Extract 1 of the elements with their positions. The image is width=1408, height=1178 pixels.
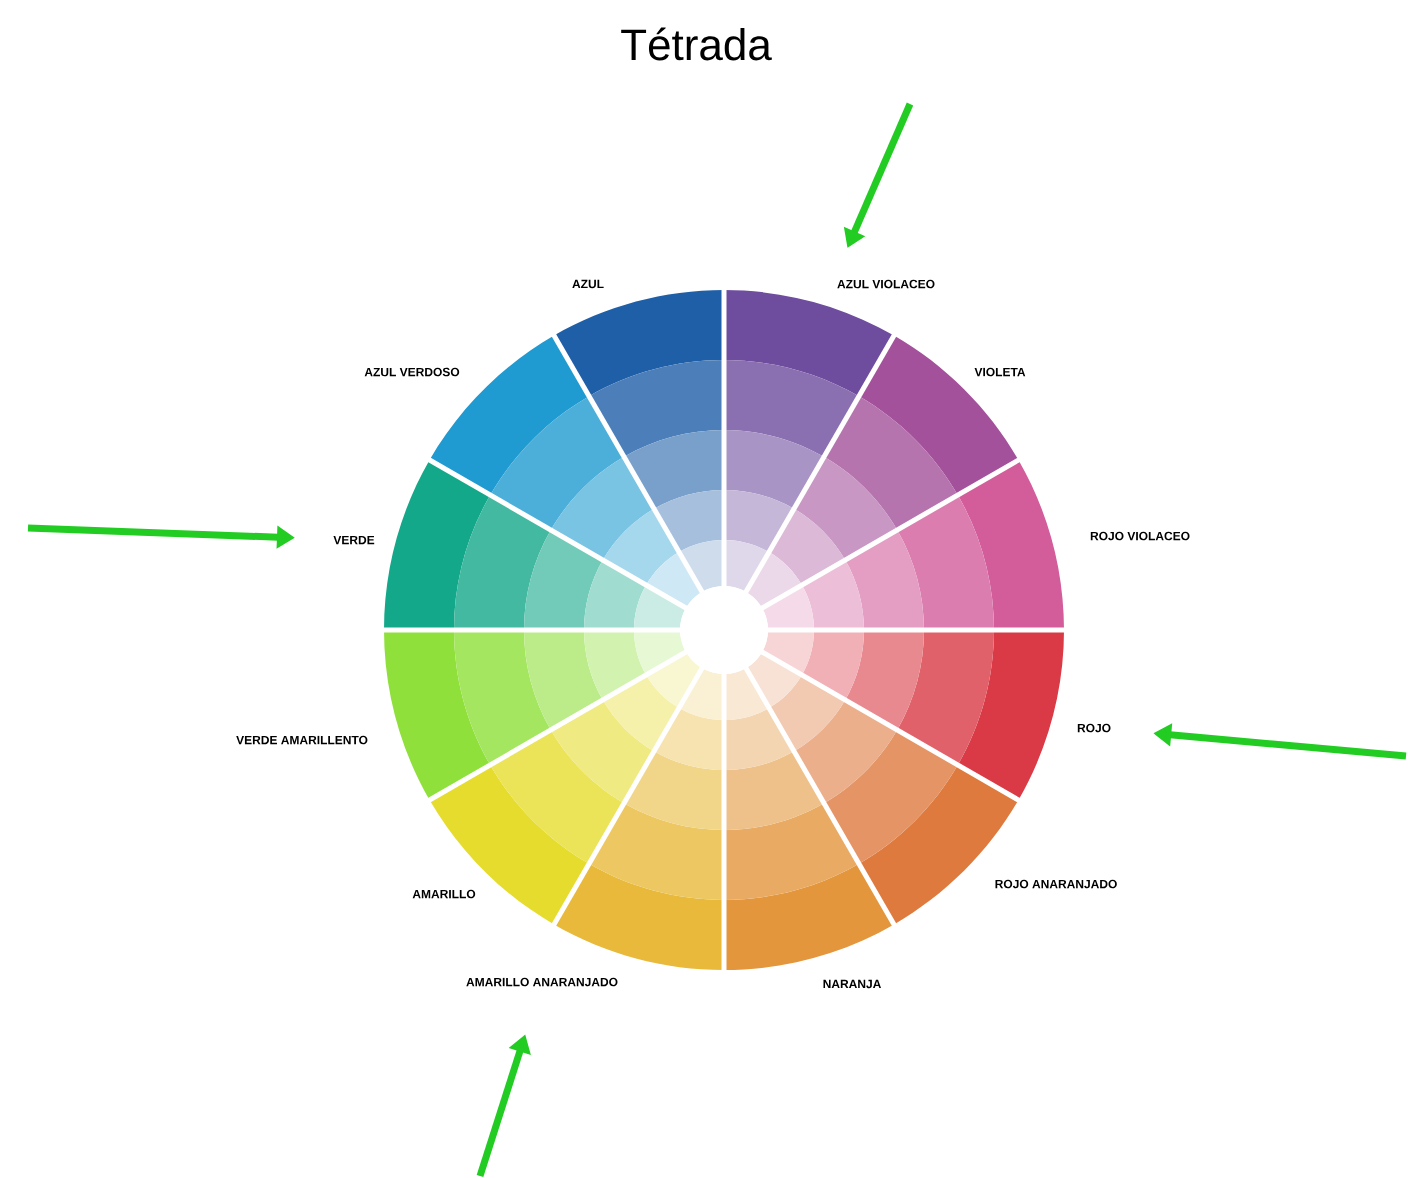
title: Tétrada bbox=[621, 27, 772, 61]
